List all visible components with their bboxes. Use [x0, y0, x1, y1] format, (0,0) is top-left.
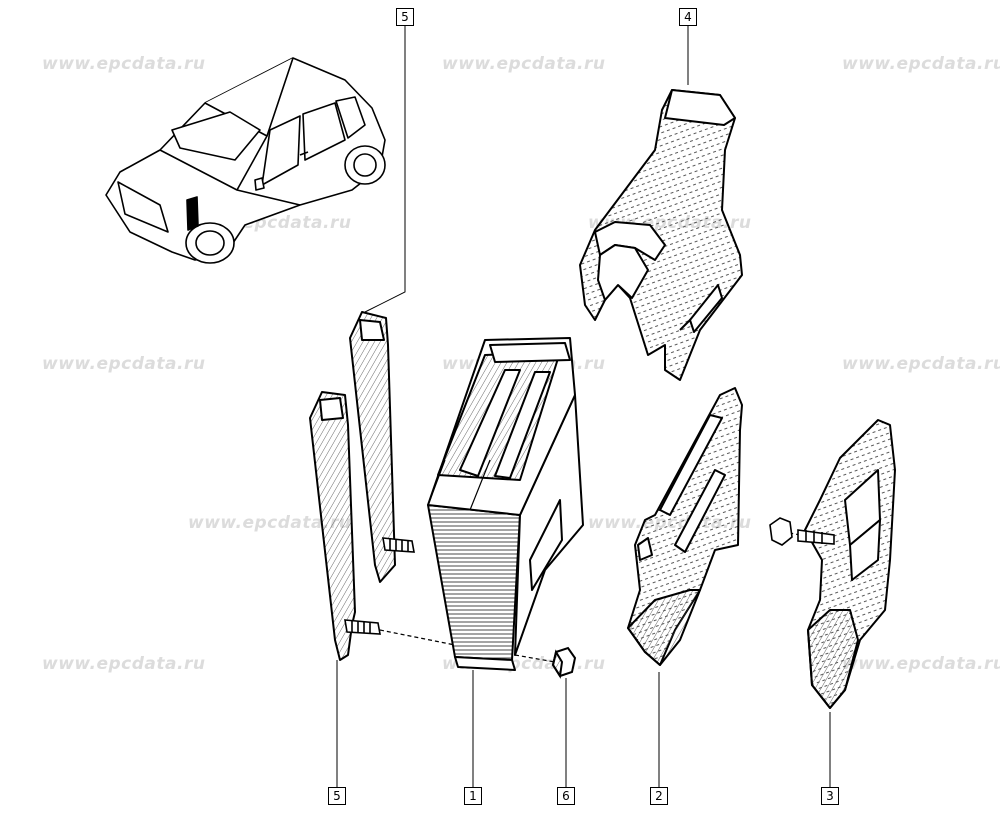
side-plate	[804, 419, 896, 709]
watermark: www.epcdata.ru	[442, 54, 606, 74]
callout-part-1[interactable]: 1	[464, 787, 482, 805]
mounting-plate	[627, 387, 743, 666]
watermark: www.epcdata.ru	[842, 654, 1000, 674]
watermark: www.epcdata.ru	[188, 513, 352, 533]
leader-lines	[336, 25, 831, 788]
callout-part-4[interactable]: 4	[679, 8, 697, 26]
watermark: www.epcdata.ru	[42, 354, 206, 374]
bolt	[769, 517, 835, 546]
bracket-short	[349, 311, 396, 583]
callout-part-5-top[interactable]: 5	[396, 8, 414, 26]
watermark: www.epcdata.ru	[842, 354, 1000, 374]
watermark: www.epcdata.ru	[42, 54, 206, 74]
callout-part-6[interactable]: 6	[557, 787, 575, 805]
nut	[551, 646, 577, 679]
stud-lower	[344, 619, 381, 635]
upper-cover	[579, 89, 743, 381]
stud-upper	[382, 537, 415, 553]
callout-part-3[interactable]: 3	[821, 787, 839, 805]
watermark: www.epcdata.ru	[842, 54, 1000, 74]
control-unit	[427, 337, 584, 671]
bracket-long	[309, 391, 356, 661]
callout-part-2[interactable]: 2	[650, 787, 668, 805]
callout-part-5-bottom[interactable]: 5	[328, 787, 346, 805]
watermark: www.epcdata.ru	[42, 654, 206, 674]
car-illustration	[105, 57, 386, 264]
